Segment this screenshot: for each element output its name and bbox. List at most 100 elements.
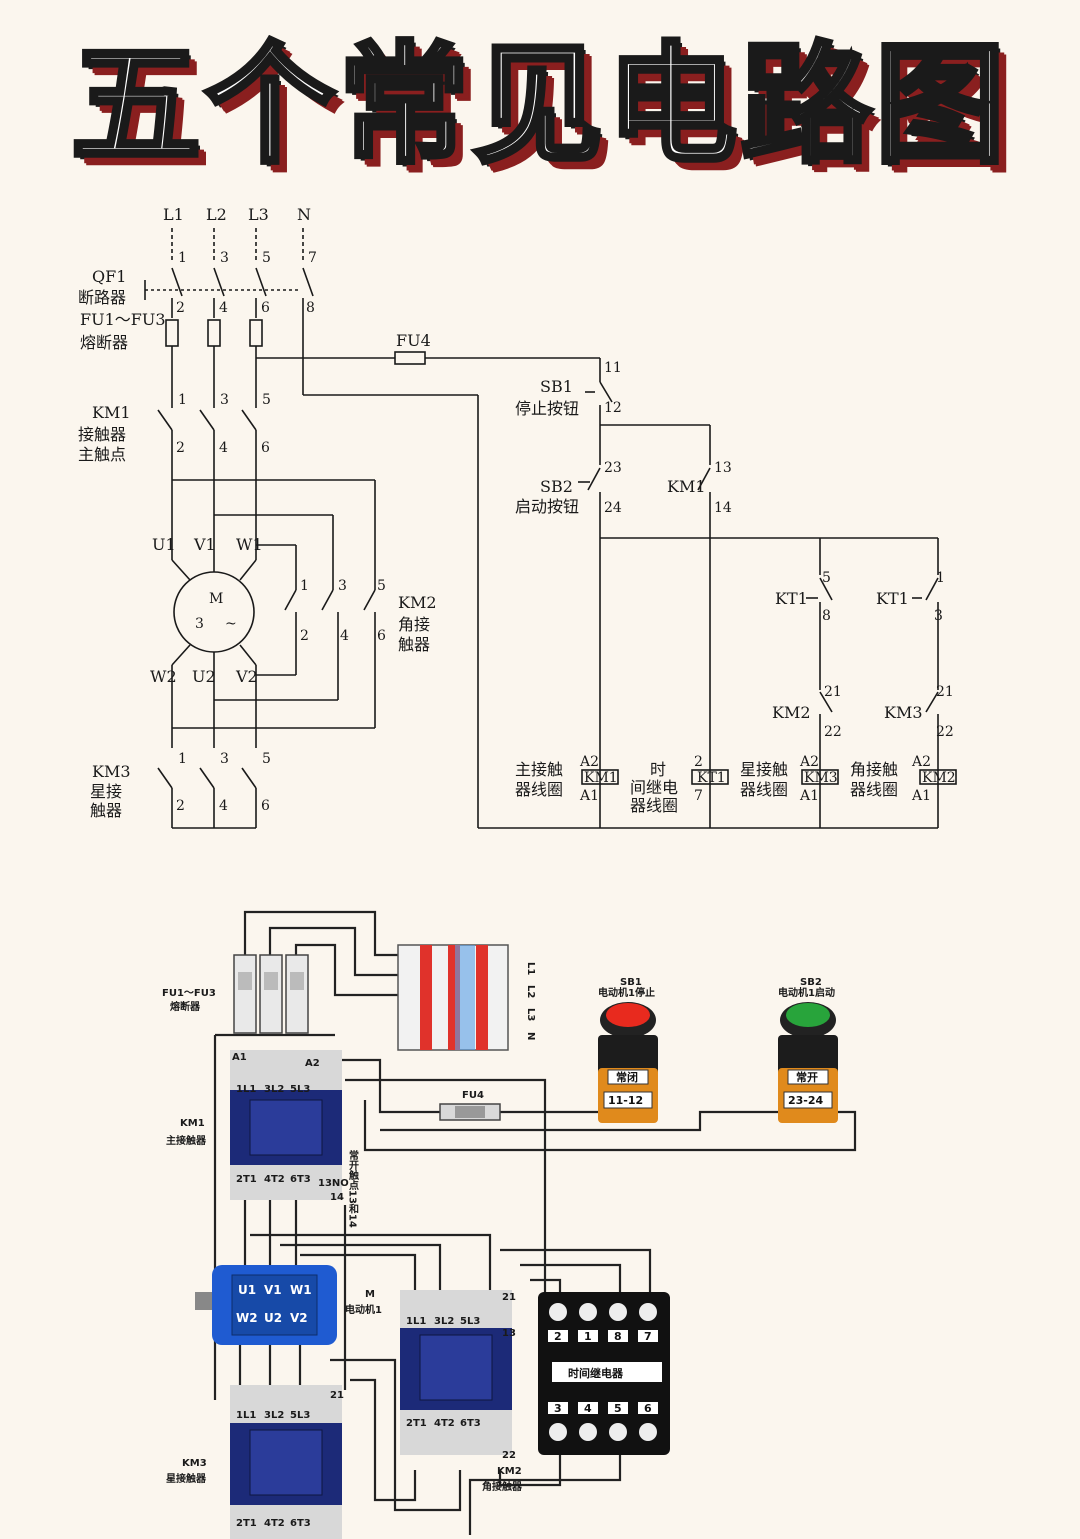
timer-relay-kt1	[538, 1292, 670, 1455]
coil-name: 器线圈	[850, 780, 898, 799]
km2-name: 角接	[398, 615, 430, 634]
km3-aux-terminal: 21	[330, 1390, 344, 1401]
km1-name: 主接触器	[166, 1134, 207, 1147]
motor-terminal: U2	[264, 1311, 282, 1325]
km1-side-note: 常开触点13和14	[347, 1149, 360, 1228]
km1-aux-terminal: 13NO	[318, 1178, 349, 1189]
km1-terminal: 2T1	[236, 1174, 257, 1185]
terminal-label: 5	[262, 250, 271, 266]
terminal-label: 22	[824, 724, 842, 740]
schematic-control-circuit: 11 12 SB1 停止按钮 23 24 SB2 启动按钮 13 14 KM1 …	[478, 358, 957, 829]
fuse-block	[233, 954, 309, 1034]
km3-label: KM3	[92, 762, 131, 781]
coil-bottom: A1	[911, 788, 931, 804]
timer-terminal: 5	[614, 1402, 622, 1415]
motor-terminal: V2	[290, 1311, 308, 1325]
km1-aux-label: KM1	[667, 477, 706, 496]
sb2-terminals: 23-24	[788, 1094, 824, 1107]
km2-aux-terminal: 13	[502, 1328, 516, 1339]
fu4-label: FU4	[462, 1090, 484, 1101]
terminal-label: 2	[176, 440, 185, 456]
breaker-qf1	[397, 944, 509, 1051]
terminal-label: 8	[306, 300, 315, 316]
terminal-label: 5	[262, 392, 271, 408]
fu-name: 熔断器	[80, 333, 128, 352]
terminal-label: 24	[604, 500, 622, 516]
qf1-label: QF1	[92, 267, 126, 286]
timer-terminal: 6	[644, 1402, 652, 1415]
fu4-label: FU4	[396, 331, 431, 350]
terminal-label: 23	[604, 460, 622, 476]
coil-tag: KM2	[922, 770, 956, 786]
terminal-label: 4	[219, 798, 228, 814]
terminal-label: 11	[604, 360, 622, 376]
coil-name: 器线圈	[515, 780, 563, 799]
coil-name: 主接触	[515, 760, 563, 779]
motor-terminal: U1	[152, 535, 176, 554]
km1-terminal: 4T2	[264, 1174, 285, 1185]
km2-label: KM2	[398, 593, 437, 612]
coil-tag: KT1	[697, 770, 726, 786]
km3-name: 星接触器	[166, 1472, 207, 1485]
stop-button-sb1	[598, 1002, 658, 1123]
coil-name: 角接触	[850, 760, 898, 779]
motor-terminal: V1	[193, 535, 216, 554]
coil-bottom: A1	[799, 788, 819, 804]
breaker-terminal: L1	[525, 962, 536, 975]
phase-label: L3	[248, 205, 269, 224]
sb1-name: 停止按钮	[515, 399, 579, 418]
contactor-km1	[230, 1050, 342, 1200]
terminal-label: 1	[178, 751, 187, 767]
motor-terminal: V2	[235, 667, 258, 686]
motor-m	[195, 1265, 337, 1345]
km3-terminal: 3L2	[264, 1410, 284, 1421]
motor-terminal: U2	[192, 667, 216, 686]
terminal-label: 7	[308, 250, 317, 266]
km3-terminal: 5L3	[290, 1410, 310, 1421]
terminal-label: 6	[261, 300, 270, 316]
km2-terminal: 4T2	[434, 1418, 455, 1429]
sb1-name: 电动机1停止	[598, 986, 655, 999]
km2-name: 角接触器	[482, 1480, 523, 1493]
terminal-label: 22	[936, 724, 954, 740]
motor-terminal: V1	[264, 1283, 282, 1297]
km3-name: 触器	[90, 801, 122, 820]
coil-top: A2	[911, 754, 931, 770]
fuse-fu4	[439, 1103, 501, 1121]
coil-top: A2	[579, 754, 599, 770]
sb2-button-type: 常开	[796, 1070, 818, 1084]
coil-name: 星接触	[740, 760, 788, 779]
km1-name: 主触点	[78, 445, 126, 464]
wiring-diagram: FU1～FU3 熔断器 L1 L2 L3 N SB1 电动机1停止 常闭 11-…	[162, 910, 857, 1539]
km1-terminal: 3L2	[264, 1084, 284, 1095]
km3-terminal: 6T3	[290, 1518, 311, 1529]
coil-bottom: 7	[694, 788, 703, 804]
motor-terminal: W2	[150, 667, 177, 686]
terminal-label: 8	[822, 608, 831, 624]
terminal-label: 1	[300, 578, 309, 594]
terminal-label: 1	[936, 570, 945, 586]
coil-top: A2	[799, 754, 819, 770]
km3-aux-label: KM3	[884, 703, 923, 722]
terminal-label: 3	[338, 578, 347, 594]
km1-label: KM1	[92, 403, 131, 422]
coil-bottom: A1	[579, 788, 599, 804]
motor-symbol: 3	[195, 616, 204, 632]
terminal-label: 6	[261, 440, 270, 456]
motor-symbol: ~	[225, 616, 237, 632]
terminal-label: 21	[824, 684, 842, 700]
km1-coil-terminal: A1	[232, 1052, 247, 1063]
sb2-label: SB2	[540, 477, 573, 496]
motor-terminal: W1	[236, 535, 263, 554]
kt1-label: KT1	[775, 589, 808, 608]
km2-aux-label: KM2	[772, 703, 811, 722]
terminal-label: 3	[934, 608, 943, 624]
timer-name: 时间继电器	[568, 1366, 624, 1380]
km1-terminal: 6T3	[290, 1174, 311, 1185]
motor-name: 电动机1	[345, 1303, 382, 1316]
km2-label: KM2	[497, 1466, 522, 1477]
coil-tag: KM3	[804, 770, 838, 786]
km1-label: KM1	[180, 1118, 205, 1129]
coil-top: 2	[694, 754, 703, 770]
